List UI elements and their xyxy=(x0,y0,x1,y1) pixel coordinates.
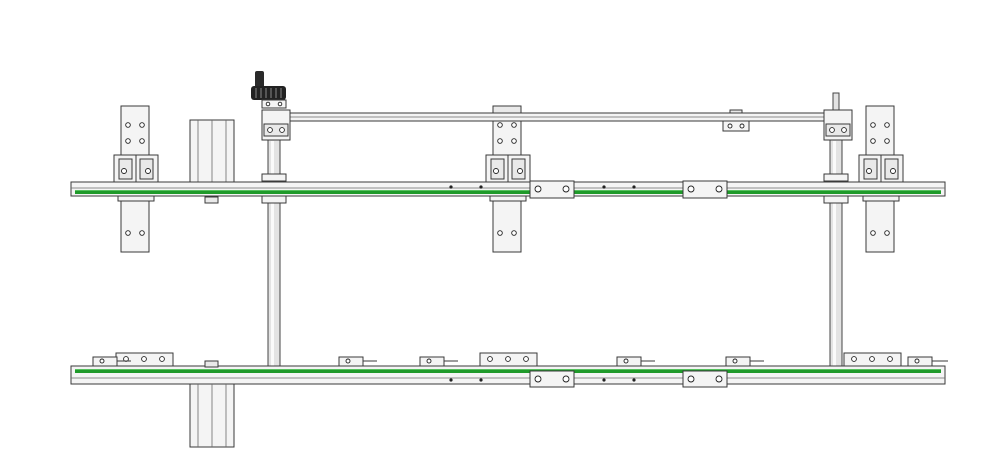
left-rail-bracket xyxy=(113,154,159,202)
bottom-clamp-small-1 xyxy=(92,356,131,367)
bottom-clamp-small-3 xyxy=(419,356,458,367)
bottom-clamp-small-5 xyxy=(725,356,764,367)
left-channel-lower xyxy=(189,360,235,448)
bottom-clamp-small-4 xyxy=(616,356,655,367)
adjustment-crossbar xyxy=(267,109,847,132)
right-crossbar-hub xyxy=(823,109,853,141)
top-rail-splice-plate-1 xyxy=(529,180,575,199)
top-rail-splice-plate-2 xyxy=(682,180,728,199)
bottom-clamp-small-2 xyxy=(338,356,377,367)
left-vertical-shaft xyxy=(261,139,287,373)
bottom-conveyor-rail xyxy=(70,365,946,385)
top-conveyor-rail xyxy=(70,181,946,197)
right-rail-bracket xyxy=(858,154,904,202)
bottom-clamp-long-right xyxy=(843,352,902,367)
middle-rail-bracket xyxy=(485,154,531,202)
left-crossbar-hub xyxy=(261,109,291,141)
bottom-rail-splice-plate-1 xyxy=(529,370,575,388)
bottom-rail-splice-plate-2 xyxy=(682,370,728,388)
left-channel-upper xyxy=(189,119,235,204)
adjustment-knob-icon xyxy=(251,71,287,109)
bottom-clamp-long-left xyxy=(115,352,174,367)
bottom-clamp-small-6 xyxy=(907,356,948,367)
bottom-clamp-long-center xyxy=(479,352,538,367)
